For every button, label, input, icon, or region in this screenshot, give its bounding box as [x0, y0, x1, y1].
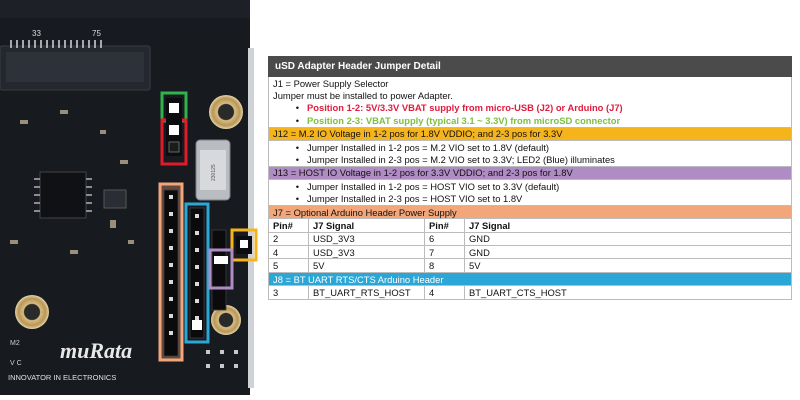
chip-label: 230125 [211, 164, 217, 181]
standoff-top-right [209, 95, 243, 129]
col-pin-b: Pin# [424, 218, 465, 233]
bullet-icon: • [295, 180, 299, 192]
signal-cell: BT_UART_RTS_HOST [308, 285, 425, 300]
corner-label-2: V C [10, 360, 22, 367]
table-row: 3 BT_UART_RTS_HOST 4 BT_UART_CTS_HOST [268, 285, 792, 300]
j12-line-2: Jumper Installed in 2-3 pos = M.2 VIO se… [307, 154, 615, 166]
bullet-icon: • [295, 102, 299, 114]
signal-cell: 5V [464, 258, 792, 273]
col-signal-a: J7 Signal [308, 218, 425, 233]
col-signal-b: J7 Signal [464, 218, 792, 233]
signal-cell: BT_UART_CTS_HOST [464, 285, 792, 300]
silk-number-75: 75 [92, 29, 101, 38]
table-row: 2 USD_3V3 6 GND [268, 231, 792, 247]
j12-line1-row: • Jumper Installed in 1-2 pos = M.2 VIO s… [268, 140, 792, 154]
board-photo: 33 75 230125 [0, 0, 262, 400]
brand-logo: muRata [60, 338, 132, 363]
silk-number-33: 33 [32, 29, 41, 38]
pin-cell: 7 [424, 245, 465, 260]
j13-line-2: Jumper Installed in 2-3 pos = HOST VIO s… [307, 193, 523, 205]
bullet-icon: • [295, 141, 299, 153]
pin-cell: 4 [424, 285, 465, 300]
j12-heading: J12 = M.2 IO Voltage in 1-2 pos for 1.8V… [268, 126, 792, 141]
j8-blue-highlight [184, 202, 210, 344]
col-pin-a: Pin# [268, 218, 309, 233]
j12-line-1: Jumper Installed in 1-2 pos = M.2 VIO se… [307, 141, 550, 153]
j13-heading-row: J13 = HOST IO Voltage in 1-2 pos for 3.3… [268, 165, 792, 181]
bullet-icon: • [295, 193, 299, 205]
corner-label: M2 [10, 340, 20, 347]
signal-cell: GND [464, 231, 792, 247]
j13-purple-highlight [208, 248, 234, 290]
j1-heading-row: J1 = Power Supply Selector [268, 76, 792, 90]
jumper-detail-table: uSD Adapter Header Jumper Detail J1 = Po… [268, 56, 792, 300]
signal-cell: 5V [308, 258, 425, 273]
j12-heading-row: J12 = M.2 IO Voltage in 1-2 pos for 1.8V… [268, 126, 792, 141]
j8-heading-row: J8 = BT UART RTS/CTS Arduino Header [268, 271, 792, 287]
table-row: 4 USD_3V3 7 GND [268, 245, 792, 260]
j1-pos12-row: • Position 1-2: 5V/3.3V VBAT supply from … [268, 101, 792, 115]
pin-cell: 3 [268, 285, 309, 300]
table-title: uSD Adapter Header Jumper Detail [268, 56, 792, 77]
pin-cell: 5 [268, 258, 309, 273]
pin-cell: 8 [424, 258, 465, 273]
signal-cell: GND [464, 245, 792, 260]
j1-position-2-3: Position 2-3: VBAT supply (typical 3.1 ~… [307, 114, 621, 126]
bullet-icon: • [295, 114, 299, 126]
j1-note-row: Jumper must be installed to power Adapte… [268, 89, 792, 102]
j13-line2-row: • Jumper Installed in 2-3 pos = HOST VIO … [268, 192, 792, 206]
signal-cell: USD_3V3 [308, 245, 425, 260]
table-row: 5 5V 8 5V [268, 258, 792, 273]
main-ic [39, 171, 87, 219]
pin-cell: 2 [268, 231, 309, 247]
j8-heading: J8 = BT UART RTS/CTS Arduino Header [268, 271, 792, 287]
bullet-icon: • [295, 154, 299, 166]
signal-cell: USD_3V3 [308, 231, 425, 247]
pin-cell: 4 [268, 245, 309, 260]
pin-cell: 6 [424, 231, 465, 247]
j1-note: Jumper must be installed to power Adapte… [268, 89, 792, 102]
brand-tagline: INNOVATOR IN ELECTRONICS [8, 373, 116, 382]
j13-heading: J13 = HOST IO Voltage in 1-2 pos for 3.3… [268, 165, 792, 181]
j12-yellow-highlight [230, 228, 258, 262]
j1-position-1-2: Position 1-2: 5V/3.3V VBAT supply from m… [307, 102, 623, 114]
j12-line2-row: • Jumper Installed in 2-3 pos = M.2 VIO s… [268, 153, 792, 167]
j1-pos23-row: • Position 2-3: VBAT supply (typical 3.1 … [268, 114, 792, 128]
j7-heading-row: J7 = Optional Arduino Header Power Suppl… [268, 204, 792, 220]
j13-line1-row: • Jumper Installed in 1-2 pos = HOST VIO … [268, 179, 792, 193]
j1-heading: J1 = Power Supply Selector [268, 76, 792, 90]
j13-line-1: Jumper Installed in 1-2 pos = HOST VIO s… [307, 180, 560, 192]
standoff-bottom-left [15, 295, 49, 329]
j7-heading: J7 = Optional Arduino Header Power Suppl… [268, 204, 792, 220]
standoff-bottom-right [211, 305, 241, 335]
table-title-row: uSD Adapter Header Jumper Detail [268, 56, 792, 77]
j7-column-header-row: Pin# J7 Signal Pin# J7 Signal [268, 218, 792, 233]
